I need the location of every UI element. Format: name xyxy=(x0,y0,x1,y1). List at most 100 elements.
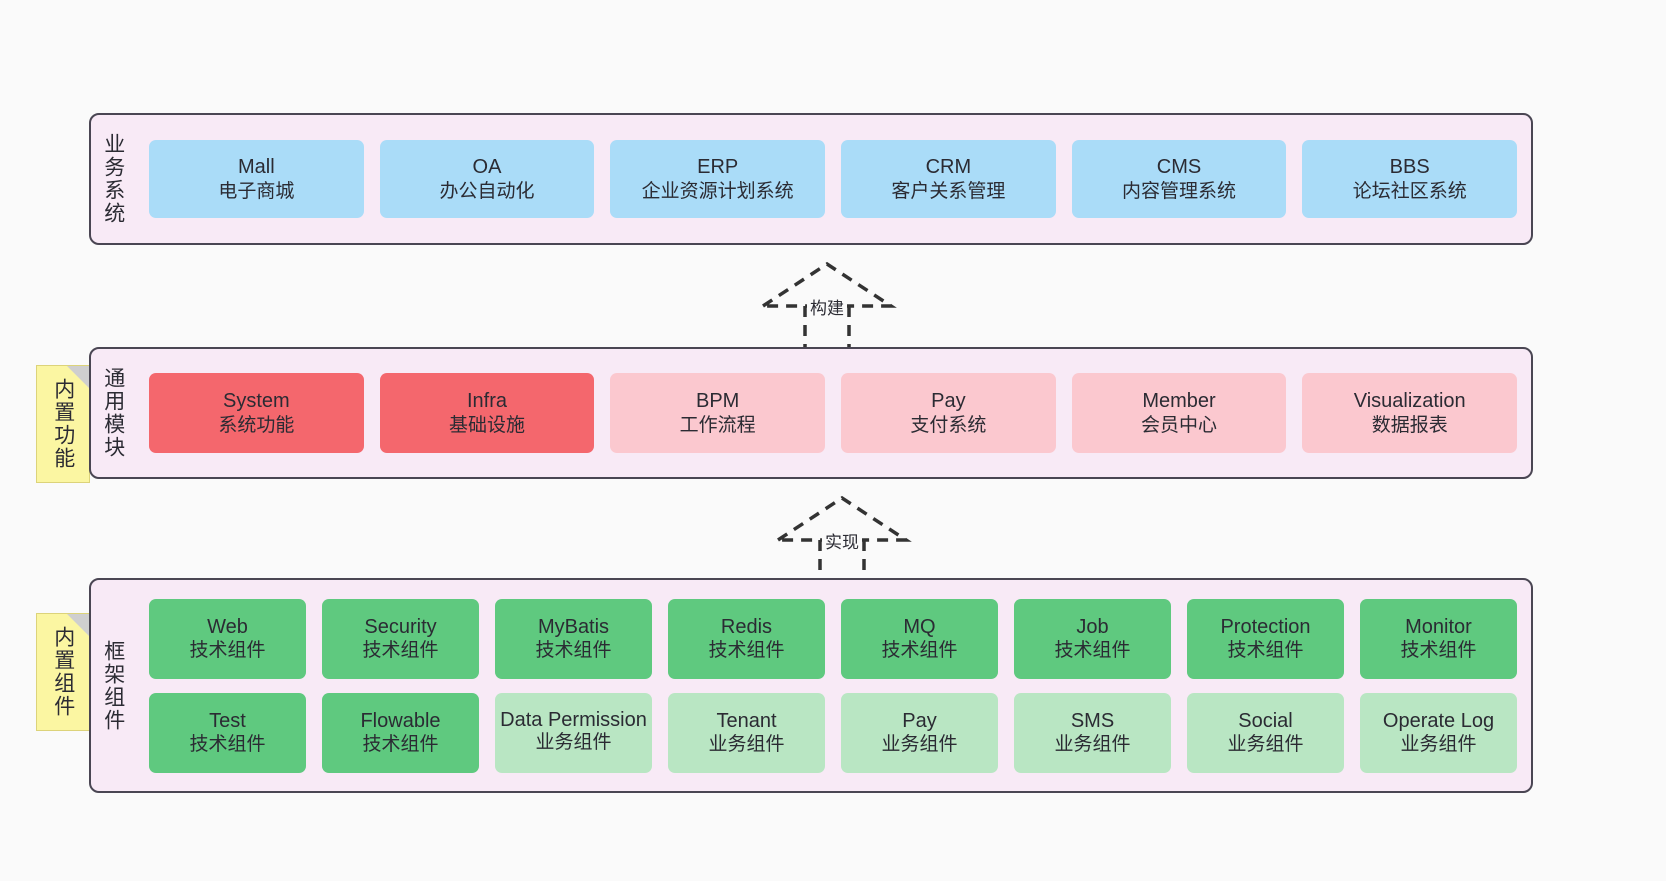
card-row: System 系统功能 Infra 基础设施 BPM 工作流程 Pay 支付系统… xyxy=(149,373,1518,453)
card-crm[interactable]: CRM 客户关系管理 xyxy=(841,140,1056,218)
card-title: OA xyxy=(472,156,502,179)
card-row: Mall 电子商城 OA 办公自动化 ERP 企业资源计划系统 CRM 客户关系… xyxy=(149,140,1518,218)
card-title: Security xyxy=(364,615,437,638)
card-cms[interactable]: CMS 内容管理系统 xyxy=(1071,140,1287,218)
card-protection[interactable]: Protection 技术组件 xyxy=(1187,598,1344,679)
card-mybatis[interactable]: MyBatis 技术组件 xyxy=(495,598,652,679)
card-erp[interactable]: ERP 企业资源计划系统 xyxy=(610,140,826,218)
card-title: Flowable xyxy=(360,709,441,732)
card-visualization[interactable]: Visualization 数据报表 xyxy=(1302,373,1518,453)
card-subtitle: 业务组件 xyxy=(881,734,958,756)
card-title: Pay xyxy=(931,390,966,413)
sticky-note-builtin-function: 内置功能 xyxy=(36,365,90,483)
sticky-fold-corner-icon xyxy=(67,366,89,388)
card-social[interactable]: Social 业务组件 xyxy=(1187,692,1344,773)
card-subtitle: 技术组件 xyxy=(189,640,266,662)
card-tenant[interactable]: Tenant 业务组件 xyxy=(668,692,825,773)
layer-label-framework-component: 框架组件 xyxy=(101,639,125,732)
layer-business-system: 业务系统 Mall 电子商城 OA 办公自动化 ERP 企业资源计划系统 CRM… xyxy=(89,113,1533,245)
card-title: Mall xyxy=(238,156,275,179)
layer-body-common-module: System 系统功能 Infra 基础设施 BPM 工作流程 Pay 支付系统… xyxy=(135,349,1531,477)
card-title: CRM xyxy=(925,156,972,179)
arrow-label-build: 构建 xyxy=(807,294,847,319)
layer-label-business-system: 业务系统 xyxy=(101,133,125,225)
card-title: ERP xyxy=(697,156,739,179)
card-pay-component[interactable]: Pay 业务组件 xyxy=(841,692,998,773)
card-subtitle: 会员中心 xyxy=(1141,414,1218,436)
card-sms[interactable]: SMS 业务组件 xyxy=(1014,692,1171,773)
card-subtitle: 电子商城 xyxy=(218,180,295,202)
card-mq[interactable]: MQ 技术组件 xyxy=(841,598,998,679)
card-infra[interactable]: Infra 基础设施 xyxy=(379,373,595,453)
card-title: Job xyxy=(1076,615,1109,638)
layer-body-business-system: Mall 电子商城 OA 办公自动化 ERP 企业资源计划系统 CRM 客户关系… xyxy=(135,115,1531,243)
card-security[interactable]: Security 技术组件 xyxy=(322,598,479,679)
arrow-build: 构建 xyxy=(745,258,935,352)
card-bpm[interactable]: BPM 工作流程 xyxy=(610,373,826,453)
card-title: Data Permission xyxy=(500,709,647,732)
card-row: Test 技术组件 Flowable 技术组件 Data Permission … xyxy=(149,692,1517,773)
sticky-note-label: 内置组件 xyxy=(51,626,75,718)
card-subtitle: 办公自动化 xyxy=(439,180,535,202)
layer-label-common-module: 通用模块 xyxy=(101,367,125,459)
card-subtitle: 业务组件 xyxy=(1400,734,1477,756)
card-title: Operate Log xyxy=(1382,709,1495,732)
card-subtitle: 技术组件 xyxy=(535,640,612,662)
card-job[interactable]: Job 技术组件 xyxy=(1014,598,1171,679)
card-data-permission[interactable]: Data Permission 业务组件 xyxy=(495,692,652,773)
card-redis[interactable]: Redis 技术组件 xyxy=(668,598,825,679)
card-title: Visualization xyxy=(1353,390,1466,413)
card-title: Pay xyxy=(902,709,937,732)
card-subtitle: 技术组件 xyxy=(1400,640,1477,662)
card-title: MyBatis xyxy=(537,615,610,638)
card-subtitle: 内容管理系统 xyxy=(1122,180,1237,202)
card-subtitle: 业务组件 xyxy=(1227,734,1304,756)
card-subtitle: 技术组件 xyxy=(1227,640,1304,662)
layer-framework-component: 框架组件 Web 技术组件 Security 技术组件 MyBatis 技术组件… xyxy=(89,578,1533,793)
card-member[interactable]: Member 会员中心 xyxy=(1071,373,1287,453)
layer-common-module: 通用模块 System 系统功能 Infra 基础设施 BPM 工作流程 Pay… xyxy=(89,347,1533,479)
card-title: Member xyxy=(1142,390,1216,413)
card-test[interactable]: Test 技术组件 xyxy=(149,692,306,773)
card-operate-log[interactable]: Operate Log 业务组件 xyxy=(1360,692,1517,773)
card-subtitle: 业务组件 xyxy=(535,732,612,754)
card-system[interactable]: System 系统功能 xyxy=(149,373,364,453)
card-title: System xyxy=(222,390,290,413)
arrow-label-implement: 实现 xyxy=(822,528,862,553)
sticky-note-builtin-component: 内置组件 xyxy=(36,613,90,731)
sticky-note-label: 内置功能 xyxy=(51,378,75,470)
card-row: Web 技术组件 Security 技术组件 MyBatis 技术组件 Redi… xyxy=(149,598,1517,679)
card-subtitle: 业务组件 xyxy=(708,734,785,756)
card-subtitle: 企业资源计划系统 xyxy=(641,180,794,202)
card-subtitle: 数据报表 xyxy=(1371,414,1448,436)
card-subtitle: 工作流程 xyxy=(679,414,756,436)
card-mall[interactable]: Mall 电子商城 xyxy=(149,140,364,218)
sticky-fold-corner-icon xyxy=(67,614,89,636)
card-title: Infra xyxy=(466,390,508,413)
card-title: Monitor xyxy=(1405,615,1472,638)
card-title: Social xyxy=(1238,709,1293,732)
card-subtitle: 技术组件 xyxy=(362,734,439,756)
card-title: Web xyxy=(207,615,248,638)
card-web[interactable]: Web 技术组件 xyxy=(149,598,306,679)
card-subtitle: 客户关系管理 xyxy=(891,180,1006,202)
card-subtitle: 支付系统 xyxy=(910,414,987,436)
card-title: Tenant xyxy=(716,709,777,732)
card-title: Redis xyxy=(720,615,773,638)
card-subtitle: 业务组件 xyxy=(1054,734,1131,756)
card-subtitle: 技术组件 xyxy=(189,734,266,756)
card-monitor[interactable]: Monitor 技术组件 xyxy=(1360,598,1517,679)
card-subtitle: 技术组件 xyxy=(1054,640,1131,662)
card-flowable[interactable]: Flowable 技术组件 xyxy=(322,692,479,773)
card-subtitle: 技术组件 xyxy=(362,640,439,662)
card-pay[interactable]: Pay 支付系统 xyxy=(841,373,1056,453)
card-subtitle: 基础设施 xyxy=(449,414,526,436)
card-title: BPM xyxy=(696,390,740,413)
card-title: SMS xyxy=(1070,709,1115,732)
card-title: Protection xyxy=(1220,615,1311,638)
arrow-implement: 实现 xyxy=(760,492,950,586)
card-title: CMS xyxy=(1156,156,1202,179)
card-oa[interactable]: OA 办公自动化 xyxy=(379,140,595,218)
card-bbs[interactable]: BBS 论坛社区系统 xyxy=(1302,140,1518,218)
